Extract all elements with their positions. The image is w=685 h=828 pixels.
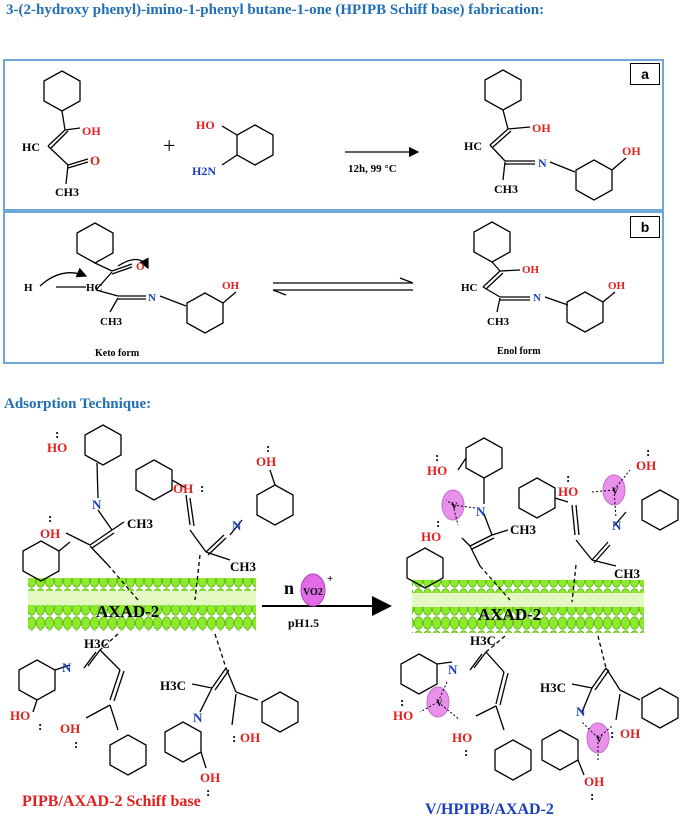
o-label: O <box>90 153 100 168</box>
oh-label: OH <box>173 481 193 496</box>
vanadium-sphere-icon <box>300 474 626 754</box>
v-label: V <box>612 486 619 496</box>
lone-pair: : <box>610 726 614 741</box>
reagent-ion: VO2 <box>303 587 323 598</box>
oh-label: OH <box>256 454 276 469</box>
lone-pair: : <box>266 440 270 455</box>
ch3-label: CH3 <box>230 559 257 574</box>
oh-label: OH <box>622 144 641 158</box>
ho-label: HO <box>10 708 30 723</box>
ho-label: HO <box>427 463 447 478</box>
lone-pair: : <box>436 515 440 530</box>
enol-form-label: Enol form <box>497 346 541 357</box>
n-label: N <box>232 518 242 533</box>
n-label: N <box>62 660 72 675</box>
h3c-label: H3C <box>84 636 110 651</box>
oh-label: OH <box>240 730 260 745</box>
n-label: N <box>538 156 547 170</box>
axad-2-support-right <box>412 580 644 633</box>
lone-pair: : <box>590 788 594 803</box>
page-title: 3-(2-hydroxy phenyl)-imino-1-phenyl buta… <box>6 2 545 18</box>
lone-pair: : <box>206 784 210 799</box>
reagent-ph: pH1.5 <box>288 616 319 630</box>
lone-pair: : <box>464 744 468 759</box>
n-label: N <box>576 704 586 719</box>
n-label: N <box>193 710 203 725</box>
panel-a <box>3 59 664 211</box>
ch3-label: CH3 <box>487 316 510 328</box>
h3c-label: H3C <box>160 678 186 693</box>
n-label: N <box>148 292 156 304</box>
lone-pair: : <box>232 730 236 745</box>
plus-sign: + <box>163 133 175 158</box>
lone-pair: : <box>646 444 650 459</box>
oh-label: OH <box>40 526 60 541</box>
h3c-label: H3C <box>540 680 566 695</box>
ch3-label: CH3 <box>127 516 154 531</box>
n-label: N <box>612 518 622 533</box>
lone-pair: : <box>566 470 570 485</box>
lone-pair: : <box>38 718 42 733</box>
ch3-label: CH3 <box>100 316 123 328</box>
oh-label: OH <box>222 280 240 292</box>
oh-label: OH <box>584 774 604 789</box>
n-label: N <box>448 662 458 677</box>
hc-label: HC <box>461 282 478 294</box>
ch3-label: CH3 <box>510 522 537 537</box>
h2n-label: H2N <box>192 164 216 178</box>
ho-label: HO <box>196 118 215 132</box>
axad-2-label: AXAD-2 <box>96 602 159 621</box>
ho-label: HO <box>558 484 578 499</box>
h3c-label: H3C <box>470 633 496 648</box>
hc-label: HC <box>464 139 482 153</box>
axad-2-label: AXAD-2 <box>478 605 541 624</box>
caption-left: PIPB/AXAD-2 Schiff base <box>22 793 201 810</box>
ho-label: HO <box>393 708 413 723</box>
curved-arrow-icon <box>117 257 149 270</box>
h-label: H <box>24 282 33 294</box>
hc-label: HC <box>22 140 40 154</box>
reaction-condition: 12h, 99 °C <box>348 163 397 175</box>
lone-pair: : <box>55 426 59 441</box>
panel-a-tag: a <box>630 63 660 85</box>
oh-label: OH <box>60 721 80 736</box>
oh-label: OH <box>636 458 656 473</box>
reagent-charge: + <box>327 573 333 585</box>
ho-label: HO <box>421 529 441 544</box>
axad-2-support-left <box>28 578 256 631</box>
keto-form-label: Keto form <box>95 348 140 359</box>
hc-label: HC <box>86 282 103 294</box>
oh-label: OH <box>608 280 626 292</box>
n-label: N <box>92 497 102 512</box>
v-label: V <box>596 734 603 744</box>
oh-label: OH <box>82 124 101 138</box>
n-label: N <box>476 504 486 519</box>
ch3-label: CH3 <box>494 182 518 196</box>
oh-label: OH <box>522 264 540 276</box>
lone-pair: : <box>435 449 439 464</box>
lone-pair: : <box>74 736 78 751</box>
ch3-label: CH3 <box>614 566 641 581</box>
oh-label: OH <box>200 770 220 785</box>
n-label: N <box>533 292 541 304</box>
panel-b <box>3 211 664 364</box>
ho-label: HO <box>452 730 472 745</box>
o-label: O <box>136 261 145 273</box>
lone-pair: : <box>400 694 404 709</box>
v-label: V <box>436 698 443 708</box>
reagent-n: n <box>284 578 294 598</box>
oh-label: OH <box>620 726 640 741</box>
oh-label: OH <box>532 121 551 135</box>
panel-b-tag: b <box>630 216 660 238</box>
adsorption-title: Adsorption Technique: <box>4 396 152 412</box>
curved-arrow-icon <box>39 267 88 287</box>
ch3-label: CH3 <box>55 185 79 199</box>
lone-pair: : <box>48 510 52 525</box>
lone-pair: : <box>200 480 204 495</box>
v-label: V <box>451 501 458 511</box>
caption-right: V/HPIPB/AXAD-2 <box>425 801 554 818</box>
ho-label: HO <box>47 440 67 455</box>
